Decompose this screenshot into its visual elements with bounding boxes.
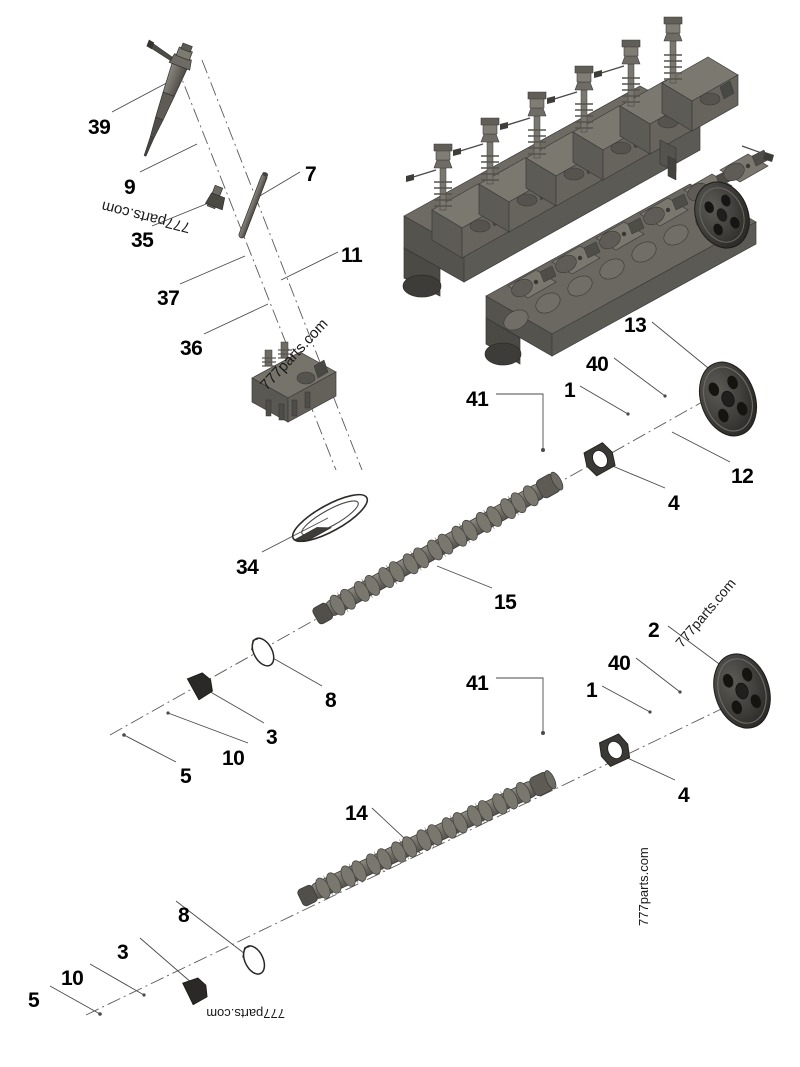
callout-2: 2 xyxy=(648,619,660,642)
callout-5-upper: 5 xyxy=(180,765,192,788)
callout-7: 7 xyxy=(305,163,317,186)
callout-12: 12 xyxy=(731,465,754,488)
callout-39: 39 xyxy=(88,116,111,139)
callout-14: 14 xyxy=(345,802,368,825)
callout-41-upper: 41 xyxy=(466,388,489,411)
leader-lines xyxy=(49,77,731,1015)
callout-3-upper: 3 xyxy=(266,726,278,749)
callout-15: 15 xyxy=(494,591,517,614)
callout-36: 36 xyxy=(180,337,203,360)
callout-10-lower: 10 xyxy=(61,967,84,990)
callout-34: 34 xyxy=(236,556,259,579)
callout-40-upper: 40 xyxy=(586,353,609,376)
single-cylinder-head-unit xyxy=(251,341,369,543)
callout-8-lower: 8 xyxy=(178,904,190,927)
callout-4-upper: 4 xyxy=(668,492,680,515)
camshaft-assembly-lower xyxy=(98,653,771,1016)
callout-3-lower: 3 xyxy=(117,941,129,964)
camshaft-assembly-upper xyxy=(122,361,758,737)
callout-9: 9 xyxy=(124,176,136,199)
callout-41-lower: 41 xyxy=(466,672,489,695)
watermark-right-vertical: 777parts.com xyxy=(636,847,651,926)
watermark-bottom-inverted: 777parts.com xyxy=(206,1006,285,1021)
callout-35: 35 xyxy=(131,229,154,252)
callout-13: 13 xyxy=(624,314,647,337)
cylinder-head-assembly-rockers xyxy=(484,145,774,366)
callout-11: 11 xyxy=(341,244,363,267)
callout-37: 37 xyxy=(157,287,180,310)
cylinder-head-assembly-valves xyxy=(402,16,739,298)
callout-1-lower: 1 xyxy=(586,679,598,702)
callout-10-upper: 10 xyxy=(222,747,245,770)
callout-1-upper: 1 xyxy=(564,379,576,402)
callout-4-lower: 4 xyxy=(678,784,690,807)
fuel-injector-assembly xyxy=(143,39,269,239)
callout-5-lower: 5 xyxy=(28,989,40,1012)
callout-40-lower: 40 xyxy=(608,652,631,675)
callout-8-upper: 8 xyxy=(325,689,337,712)
